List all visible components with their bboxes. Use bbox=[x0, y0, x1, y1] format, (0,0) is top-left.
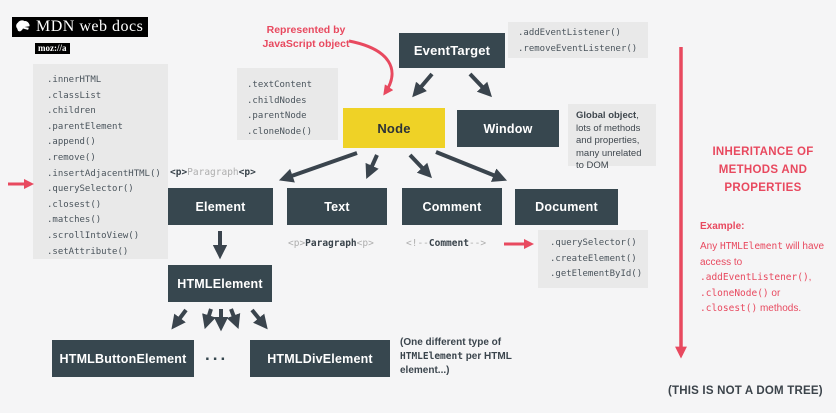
mozilla-dino-icon bbox=[12, 17, 34, 37]
node-htmlelement: HTMLElement bbox=[168, 265, 272, 302]
one-different-type-note: (One different type of HTMLElement per H… bbox=[400, 336, 528, 378]
window-note-rest: , lots of methods and properties, many u… bbox=[576, 110, 642, 171]
node-window: Window bbox=[457, 110, 559, 147]
comment-text: Comment bbox=[428, 238, 469, 249]
tag-open: <p> bbox=[170, 167, 188, 178]
window-note: Global object, lots of methods and prope… bbox=[568, 104, 656, 171]
body-part: HTMLElement bbox=[720, 241, 783, 252]
node-element: Element bbox=[168, 188, 273, 225]
node-document: Document bbox=[515, 189, 618, 225]
body-part: will have access to bbox=[700, 241, 825, 268]
body-part: or bbox=[768, 287, 781, 299]
text-node-label: <p>Paragraph<p> bbox=[288, 238, 374, 249]
comment-close: --> bbox=[468, 238, 487, 249]
inheritance-example-label: Example: bbox=[700, 221, 745, 232]
method-item: .textContent.childNodes.parentNode.clone… bbox=[247, 80, 313, 137]
body-part: methods. bbox=[757, 303, 802, 314]
element-methods-panel: .innerHTML.classList.children.parentElem… bbox=[33, 64, 168, 259]
node-text: Text bbox=[287, 188, 387, 225]
note-after: per HTML element...) bbox=[400, 351, 512, 376]
node-htmlbuttonelement: HTMLButtonElement bbox=[52, 340, 194, 377]
body-part: .closest() bbox=[700, 303, 758, 314]
inheritance-title: INHERITANCE OF METHODS AND PROPERTIES bbox=[712, 146, 814, 194]
node-methods-panel: .textContent.childNodes.parentNode.clone… bbox=[237, 68, 338, 140]
more-elements-ellipsis: ... bbox=[205, 345, 229, 364]
body-part: .addEventListener() bbox=[700, 272, 809, 283]
node-node: Node bbox=[343, 108, 445, 148]
not-a-dom-tree-note: (THIS IS NOT A DOM TREE) bbox=[668, 385, 823, 397]
body-part: Any bbox=[700, 241, 721, 252]
tag-open: <p> bbox=[288, 238, 306, 249]
note-before: (One different type of bbox=[400, 337, 502, 348]
method-item: .addEventListener().removeEventListener(… bbox=[518, 28, 638, 54]
body-part: , bbox=[808, 272, 812, 283]
element-tag-label: <p>Paragraph<p> bbox=[170, 167, 256, 178]
node-comment: Comment bbox=[402, 188, 502, 225]
inheritance-example-body: Any HTMLElement will have access to .add… bbox=[700, 239, 836, 317]
comment-node-label: <!--Comment--> bbox=[406, 238, 486, 249]
tag-close: <p> bbox=[238, 167, 256, 178]
logo-title: MDN web docs bbox=[34, 17, 149, 37]
comment-open: <!-- bbox=[406, 238, 429, 249]
logo-subtitle: moz://a bbox=[35, 43, 70, 54]
eventtarget-methods-panel: .addEventListener().removeEventListener(… bbox=[508, 22, 648, 58]
node-htmldivelement: HTMLDivElement bbox=[250, 340, 390, 377]
method-item: .querySelector().createElement().getElem… bbox=[550, 238, 643, 280]
tag-text: Paragraph bbox=[187, 167, 239, 178]
node-eventtarget: EventTarget bbox=[399, 33, 505, 68]
document-methods-panel: .querySelector().createElement().getElem… bbox=[538, 230, 648, 288]
mdn-logo: MDN web docs moz://a bbox=[12, 17, 149, 56]
tag-text: Paragraph bbox=[305, 238, 357, 249]
represented-by-note: Represented by JavaScript object bbox=[262, 24, 350, 50]
method-item: .innerHTML.classList.children.parentElem… bbox=[47, 75, 161, 257]
body-part: .cloneNode() bbox=[700, 287, 769, 299]
note-code: HTMLElement bbox=[400, 351, 463, 362]
window-note-bold: Global object bbox=[576, 110, 637, 121]
tag-close: <p> bbox=[356, 238, 374, 249]
